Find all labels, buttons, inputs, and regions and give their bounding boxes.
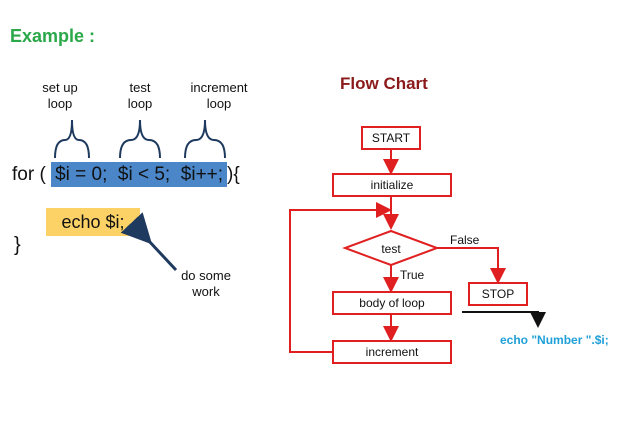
flow-chart-title: Flow Chart xyxy=(340,74,428,93)
increment-brace xyxy=(184,119,226,159)
do-some-work-label: do some work xyxy=(176,268,236,300)
arrow-loop-back xyxy=(289,202,392,353)
increment-loop-text: increment loop xyxy=(190,80,248,111)
test-loop-label: test loop xyxy=(105,80,175,112)
for-close: ){ xyxy=(227,164,240,185)
initialize-box: initialize xyxy=(332,173,452,197)
example-heading: Example : xyxy=(10,26,96,46)
increment-box: increment xyxy=(332,340,452,364)
incr-code: $i++; xyxy=(180,164,224,185)
for-open: for ( xyxy=(12,164,46,185)
test-brace xyxy=(119,119,161,159)
closing-brace: } xyxy=(14,234,21,256)
arrow-test-stop xyxy=(437,247,506,284)
work-arrow xyxy=(120,212,178,272)
stop-box: STOP xyxy=(468,282,528,306)
setup-loop-text: set up loop xyxy=(42,80,78,111)
echo-number-output: echo "Number ".$i; xyxy=(500,333,609,347)
setup-brace xyxy=(54,119,90,159)
test-loop-text: test loop xyxy=(127,80,153,111)
arrow-stop-echo xyxy=(462,311,546,328)
init-code: $i = 0; xyxy=(55,164,108,185)
test-decision-label: test xyxy=(381,242,401,256)
do-some-work-text: do some work xyxy=(181,268,231,299)
body-of-loop-box: body of loop xyxy=(332,291,452,315)
for-statement: for ( $i = 0; $i < 5; $i++;){ xyxy=(12,162,240,187)
true-branch-label: True xyxy=(400,268,425,282)
test-code: $i < 5; xyxy=(117,164,171,185)
setup-loop-label: set up loop xyxy=(25,80,95,112)
code-highlight: $i = 0; $i < 5; $i++; xyxy=(51,162,228,187)
false-branch-label: False xyxy=(450,233,480,247)
start-box: START xyxy=(361,126,421,150)
increment-loop-label: increment loop xyxy=(184,80,254,112)
